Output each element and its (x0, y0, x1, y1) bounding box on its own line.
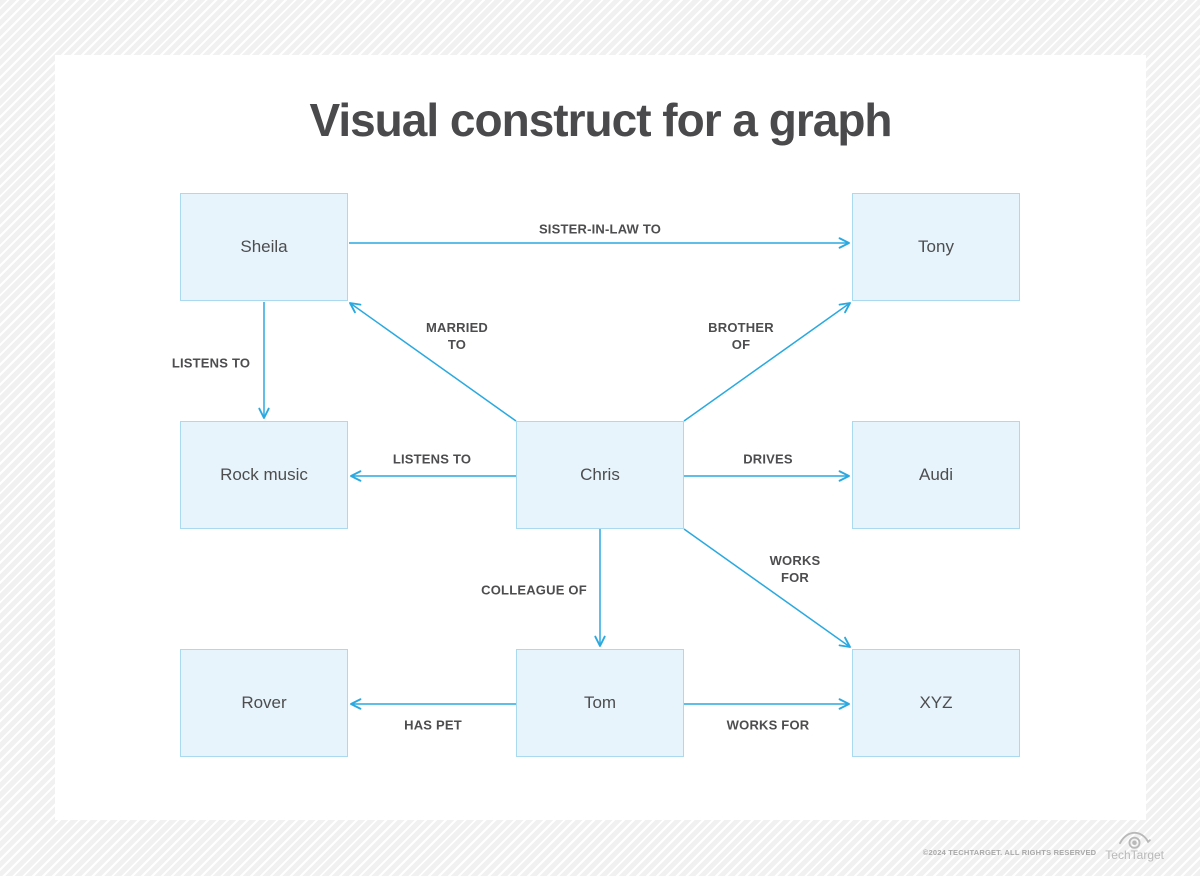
edge-label-tom-rover: HAS PET (404, 717, 462, 733)
edge-label-chris-xyz: WORKS FOR (769, 553, 821, 585)
copyright-text: ©2024 TECHTARGET. ALL RIGHTS RESERVED (922, 848, 1097, 857)
edge-label-chris-rock-music: LISTENS TO (392, 451, 472, 467)
edge-chris-xyz (683, 528, 851, 648)
diagram-edges (258, 237, 851, 710)
techtarget-logo: TechTarget (1105, 831, 1164, 862)
eye-icon (1119, 831, 1151, 849)
node-rock-music: Rock music (180, 421, 348, 529)
edge-chris-sheila (349, 302, 517, 422)
node-xyz: XYZ (852, 649, 1020, 757)
node-chris: Chris (516, 421, 684, 529)
page-title: Visual construct for a graph (309, 94, 892, 146)
edge-label-chris-tom: COLLEAGUE OF (481, 582, 587, 598)
footer: ©2024 TECHTARGET. ALL RIGHTS RESERVED Te… (923, 831, 1164, 862)
techtarget-wordmark: TechTarget (1105, 848, 1164, 862)
node-rover: Rover (180, 649, 348, 757)
node-sheila: Sheila (180, 193, 348, 301)
edge-label-tom-xyz: WORKS FOR (726, 717, 810, 733)
edge-label-sheila-rock-music: LISTENS TO (171, 355, 251, 371)
node-tom: Tom (516, 649, 684, 757)
node-tony: Tony (852, 193, 1020, 301)
edge-label-chris-sheila: MARRIED TO (425, 320, 489, 352)
node-audi: Audi (852, 421, 1020, 529)
edge-label-chris-tony: BROTHER OF (708, 320, 774, 352)
edge-chris-tony (683, 302, 851, 422)
edge-label-sheila-tony: SISTER-IN-LAW TO (538, 221, 662, 237)
edge-label-chris-audi: DRIVES (743, 451, 793, 467)
